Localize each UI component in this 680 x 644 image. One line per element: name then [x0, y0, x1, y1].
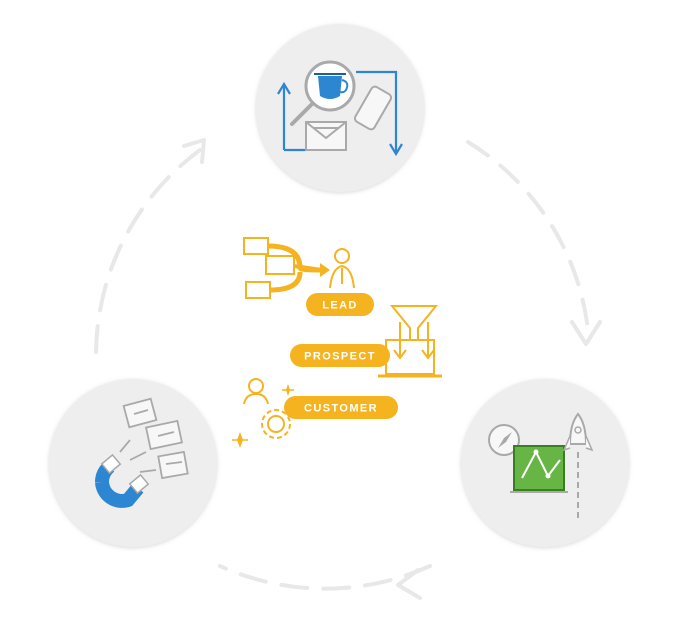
prospect-icon — [378, 305, 442, 378]
smartphone-icon — [353, 85, 393, 131]
growth-node — [461, 379, 629, 547]
business-card-icons — [122, 397, 189, 480]
stage-label: PROSPECT — [304, 351, 376, 363]
stage-lead: LEAD — [306, 293, 374, 316]
coffee-cup-icon — [314, 73, 349, 99]
cycle-arrowheads — [182, 138, 602, 600]
stage-customer: CUSTOMER — [284, 396, 398, 419]
lead-icon — [243, 237, 355, 299]
attract-node — [49, 379, 217, 547]
stage-prospect: PROSPECT — [290, 344, 390, 367]
compass-icon — [488, 424, 520, 456]
magnet-icon — [95, 439, 157, 508]
stage-label: LEAD — [322, 300, 358, 312]
rocket-icon — [562, 412, 594, 520]
envelope-icon — [305, 121, 347, 151]
stage-pill — [284, 396, 398, 419]
customer-icon — [232, 378, 294, 448]
discovery-node — [256, 24, 424, 192]
stage-label: CUSTOMER — [304, 403, 378, 415]
stage-pill — [306, 293, 374, 316]
channel-arrows-icon — [277, 70, 403, 157]
stage-pill — [290, 344, 390, 367]
analytics-board-icon — [510, 445, 568, 493]
cycle-ring — [94, 140, 590, 591]
